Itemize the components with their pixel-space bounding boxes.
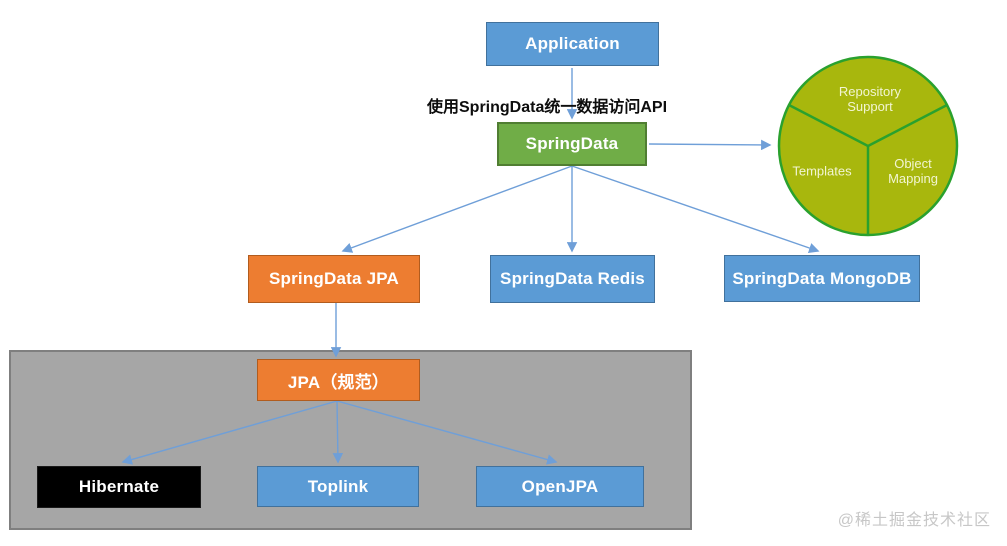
edges-group bbox=[121, 68, 820, 465]
edge-jpa_spec-to-toplink bbox=[332, 400, 344, 464]
pie-label-object-mapping: Object Mapping bbox=[888, 156, 938, 186]
node-springdata-mongodb: SpringData MongoDB bbox=[724, 255, 920, 302]
node-jpa-spec: JPA（规范） bbox=[257, 359, 420, 401]
node-springdata-jpa: SpringData JPA bbox=[248, 255, 420, 303]
node-openjpa: OpenJPA bbox=[476, 466, 644, 507]
edge-springdata-to-pie-circle bbox=[648, 139, 772, 151]
watermark: @稀土掘金技术社区 bbox=[837, 512, 991, 529]
node-toplink: Toplink bbox=[257, 466, 419, 507]
edge-jpa_spec-to-hibernate bbox=[121, 400, 338, 465]
node-springdata-redis: SpringData Redis bbox=[490, 255, 655, 303]
annotation-unified-api: 使用SpringData统一数据访问API bbox=[427, 99, 668, 116]
pie-circle bbox=[777, 55, 959, 237]
node-hibernate: Hibernate bbox=[37, 466, 201, 508]
edge-springdata-to-springdata_jpa bbox=[341, 165, 573, 253]
pie-label-templates: Templates bbox=[792, 163, 852, 179]
node-application: Application bbox=[486, 22, 659, 66]
edge-jpa_spec-to-openjpa bbox=[336, 400, 558, 465]
node-springdata: SpringData bbox=[497, 122, 647, 166]
edge-springdata-to-springdata_mongodb bbox=[571, 165, 820, 254]
pie-label-repository-support: Repository Support bbox=[838, 84, 902, 114]
